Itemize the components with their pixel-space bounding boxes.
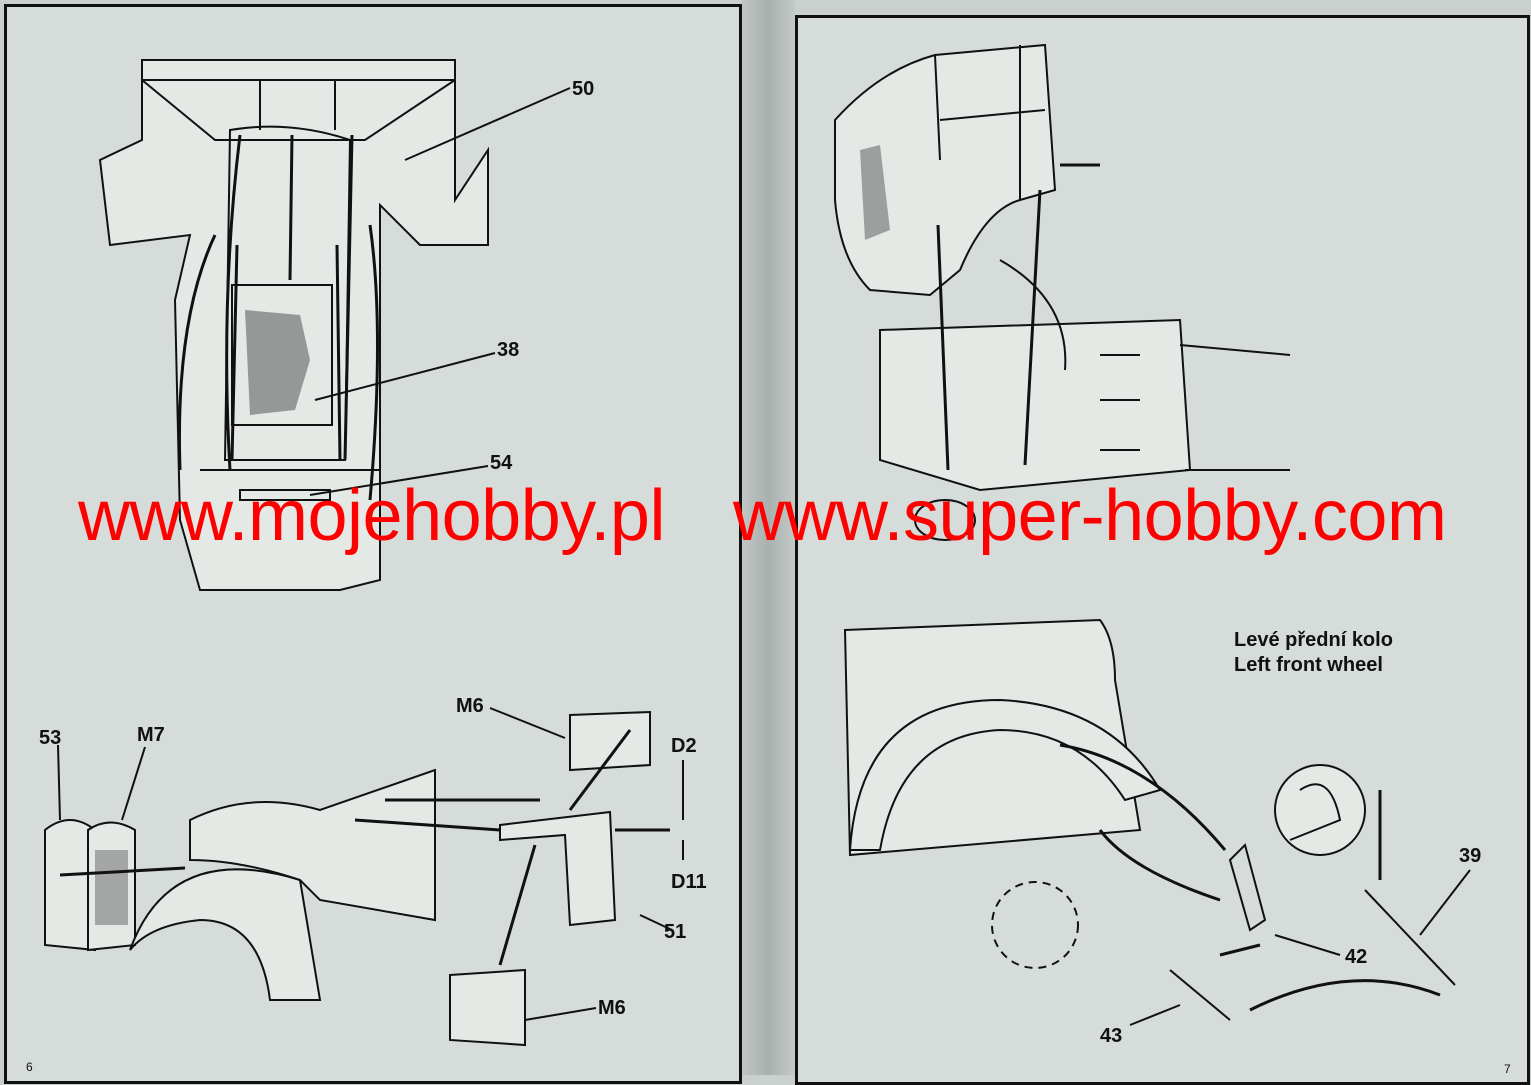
part-label-d2: D2	[671, 735, 697, 757]
caption-english: Left front wheel	[1234, 654, 1383, 676]
part-label-54: 54	[490, 452, 513, 474]
part-label-39: 39	[1459, 845, 1482, 867]
part-label-m6-top: M6	[456, 695, 484, 717]
engine-hood-drawing	[834, 43, 1291, 541]
watermark-right: www.super-hobby.com	[733, 476, 1447, 556]
part-label-m6-bottom: M6	[598, 997, 626, 1019]
part-label-51: 51	[664, 921, 687, 943]
part-label-d11: D11	[671, 871, 707, 893]
caption-czech: Levé přední kolo	[1234, 629, 1393, 651]
part-label-53: 53	[39, 727, 62, 749]
part-label-43: 43	[1100, 1025, 1123, 1047]
fender-assembly-drawing	[44, 707, 684, 1047]
part-label-50: 50	[572, 78, 595, 100]
watermark-left: www.mojehobby.pl	[78, 476, 665, 556]
part-label-m7: M7	[137, 724, 165, 746]
part-label-38: 38	[497, 339, 520, 361]
book-gutter	[742, 0, 795, 1075]
front-wheel-drawing	[843, 618, 1471, 1026]
page-number-left: 6	[26, 1060, 33, 1074]
wheel-caption: Levé přední kolo Left front wheel	[1234, 628, 1393, 678]
page-number-right: 7	[1504, 1062, 1511, 1076]
hood-assembly-drawing	[98, 59, 571, 591]
part-label-42: 42	[1345, 946, 1368, 968]
